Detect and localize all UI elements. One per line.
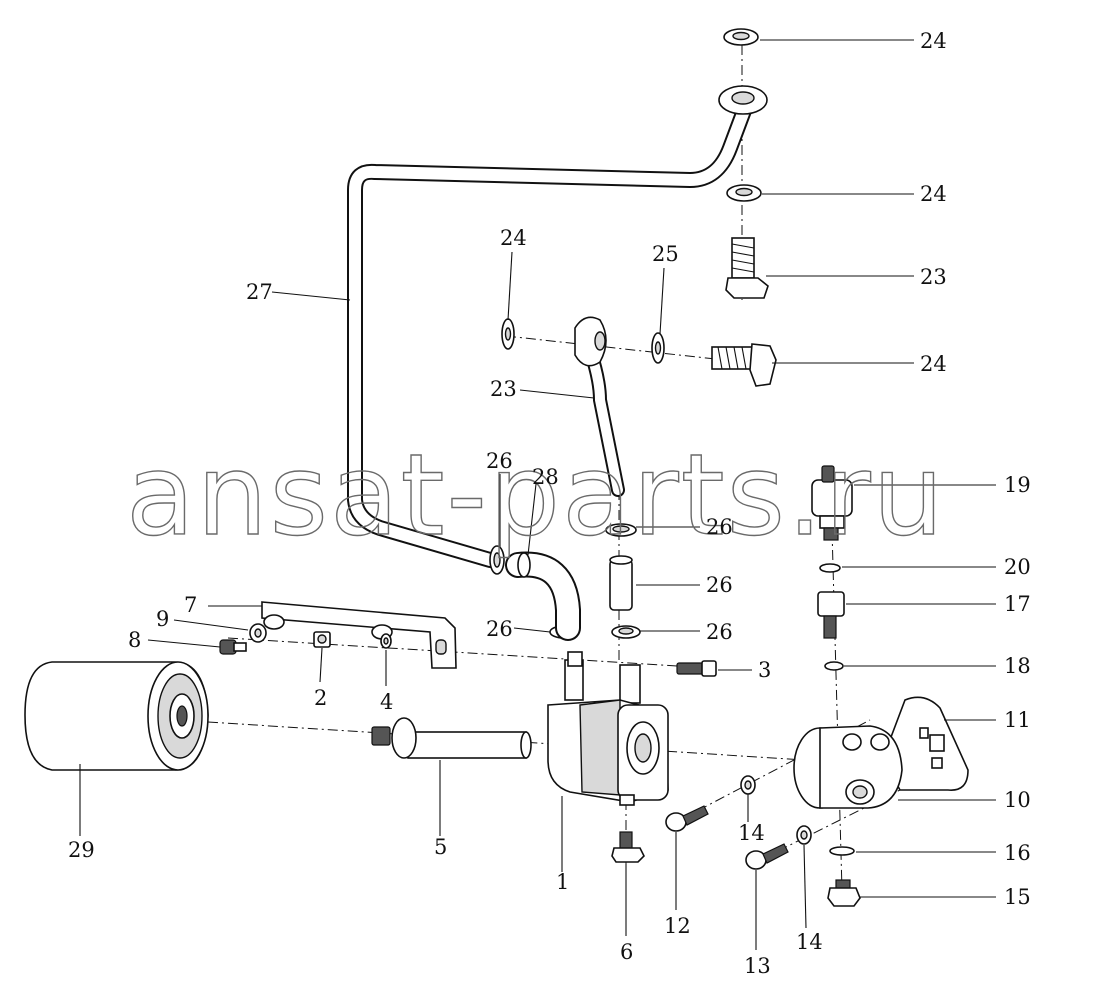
callout-26-left: 26: [486, 617, 513, 641]
callout-7: 7: [184, 593, 197, 617]
callout-19: 19: [1004, 473, 1031, 497]
callout-23-upper: 23: [920, 265, 947, 289]
leader-lines: [79, 39, 996, 950]
banjo-bolt-23-vertical: [725, 237, 769, 299]
pressure-sensor-19: [811, 465, 853, 541]
washer-14-upper: [740, 775, 756, 795]
callout-22: 23: [490, 377, 517, 401]
callout-14-upper: 14: [738, 821, 765, 845]
callout-3: 3: [758, 658, 771, 682]
callout-29: 29: [68, 838, 95, 862]
callout-18: 18: [1004, 654, 1031, 678]
callout-26-lower: 26: [706, 620, 733, 644]
plug-15: [827, 879, 861, 907]
callout-25: 26: [706, 573, 733, 597]
washer-16: [829, 846, 855, 856]
oil-pipe-27: [347, 85, 768, 568]
callout-labels: 24 24 23 24 24 25 27 23 26 28 26 26 26 2…: [68, 29, 1031, 978]
washer-24-right: [651, 332, 665, 364]
bracket-7: [261, 601, 457, 669]
callout-24-left: 24: [500, 226, 527, 250]
callout-24-mid: 24: [920, 182, 947, 206]
nut-2: [313, 631, 331, 648]
washer-18: [824, 661, 844, 671]
callout-6: 6: [620, 940, 633, 964]
washer-14-lower: [796, 825, 812, 845]
adapter-17: [817, 591, 845, 639]
washer-24-top: [723, 28, 759, 46]
watermark: ansat-parts.ru: [126, 431, 946, 561]
banjo-bolt-23-horizontal: [711, 343, 777, 387]
washer-24-left: [501, 318, 515, 350]
bolt-12: [665, 805, 709, 832]
clamp-26-upper: [605, 523, 637, 537]
bolt-8: [219, 639, 247, 655]
callout-24-top: 24: [920, 29, 947, 53]
callout-24-right: 25: [652, 242, 679, 266]
callout-15: 15: [1004, 885, 1031, 909]
filter-housing-10: [793, 725, 903, 809]
callout-20: 20: [1004, 555, 1031, 579]
oil-pipe-22: [574, 316, 625, 497]
callout-5: 5: [434, 835, 447, 859]
threaded-tube-5: [371, 717, 532, 759]
callout-16: 16: [1004, 841, 1031, 865]
callout-1: 1: [556, 870, 569, 894]
callout-11: 11: [1004, 708, 1031, 732]
oil-filter-29: [24, 661, 209, 771]
oil-cooler-1: [547, 651, 669, 806]
callout-26-pipe: 26: [486, 449, 513, 473]
clamp-26-pipe: [489, 545, 505, 575]
washer-4: [380, 633, 392, 649]
callout-27: 27: [246, 280, 273, 304]
clamp-26-lower: [611, 625, 641, 639]
callout-10: 10: [1004, 788, 1031, 812]
callout-4: 4: [380, 690, 393, 714]
callout-28: 28: [532, 465, 559, 489]
washer-24-mid: [726, 184, 762, 202]
callout-2: 2: [314, 686, 327, 710]
elbow-hose-28: [505, 551, 581, 641]
callout-12: 12: [664, 914, 691, 938]
callout-9: 9: [156, 607, 169, 631]
hose-25: [609, 555, 633, 611]
bolt-13: [745, 843, 789, 870]
callout-8: 8: [128, 628, 141, 652]
callout-17: 17: [1004, 592, 1031, 616]
callout-13: 13: [744, 954, 771, 978]
callout-14-lower: 14: [796, 930, 823, 954]
bolt-3: [676, 660, 717, 677]
washer-9: [249, 623, 267, 643]
washer-20: [819, 563, 841, 573]
callout-23-lower: 24: [920, 352, 947, 376]
drain-bolt-6: [611, 831, 645, 863]
callout-26-upper: 26: [706, 515, 733, 539]
